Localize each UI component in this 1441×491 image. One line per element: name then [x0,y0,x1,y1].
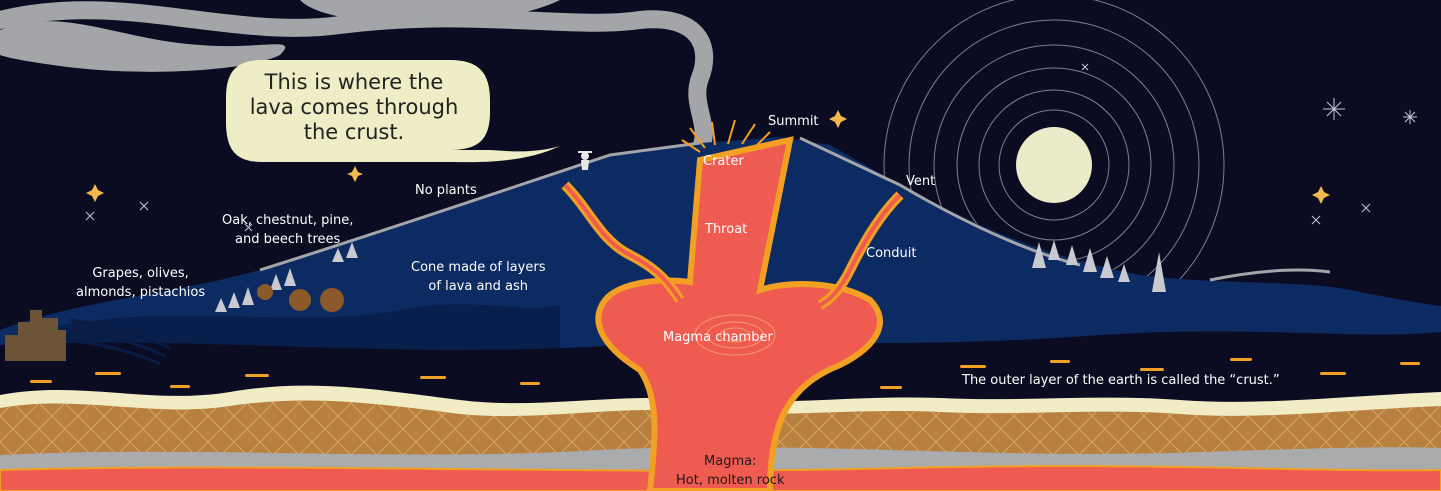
speech-bubble-line-1: This is where the [232,70,476,95]
moon [1016,127,1092,203]
label-crops-line-1: Grapes, olives, [76,264,205,283]
label-trees-line-1: Oak, chestnut, pine, [222,211,353,230]
label-summit: Summit [768,112,819,131]
label-throat: Throat [705,220,747,239]
label-magma-line-1: Magma: [676,452,784,471]
label-cone-line-2: of lava and ash [411,277,545,296]
label-no-plants: No plants [415,181,477,200]
label-vent: Vent [906,172,935,191]
label-crops-line-2: almonds, pistachios [76,283,205,302]
label-magma-chamber: Magma chamber [663,328,773,347]
label-crops: Grapes, olives, almonds, pistachios [76,264,205,302]
label-crater: Crater [703,152,744,171]
label-cone-line-1: Cone made of layers [411,258,545,277]
label-crust: The outer layer of the earth is called t… [962,371,1280,390]
label-conduit: Conduit [866,244,916,263]
speech-bubble-text: This is where the lava comes through the… [232,70,476,145]
speech-bubble-line-3: the crust. [232,120,476,145]
label-magma: Magma: Hot, molten rock [676,452,784,490]
label-trees-line-2: and beech trees [222,230,353,249]
label-cone: Cone made of layers of lava and ash [411,258,545,296]
label-magma-line-2: Hot, molten rock [676,471,784,490]
label-trees: Oak, chestnut, pine, and beech trees [222,211,353,249]
speech-bubble-line-2: lava comes through [232,95,476,120]
